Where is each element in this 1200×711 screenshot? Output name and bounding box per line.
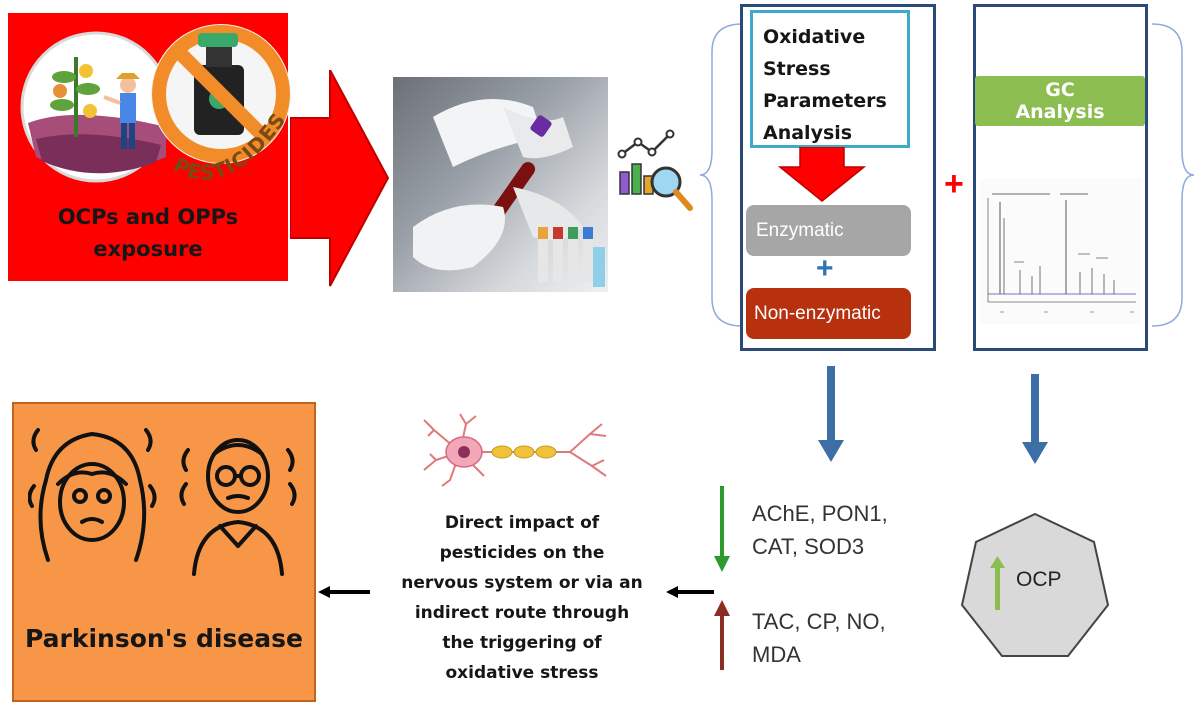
- blue-down-arrow-left: [818, 366, 844, 462]
- gc-title-line1: GC: [1045, 79, 1075, 101]
- decreased-markers-line1: AChE, PON1,: [752, 501, 888, 526]
- gc-title-line2: Analysis: [1015, 101, 1105, 123]
- impact-line1: Direct impact of: [444, 513, 600, 533]
- gc-analysis-panel: [973, 4, 1148, 351]
- left-curly-brace: [699, 23, 743, 327]
- decreased-markers-line2: CAT, SOD3: [752, 534, 865, 559]
- parkinsons-box: Parkinson's disease: [12, 402, 316, 702]
- black-left-arrow-right: [666, 586, 714, 598]
- decrease-arrow: [714, 486, 730, 572]
- enzymatic-label: Enzymatic: [746, 205, 911, 256]
- impact-line6: oxidative stress: [445, 663, 599, 683]
- ox-title-line3: Parameters: [763, 90, 887, 112]
- lab-tube-illustration: [413, 99, 605, 287]
- blue-down-arrow-right: [1022, 374, 1048, 464]
- parkinsons-caption: Parkinson's disease: [25, 624, 303, 653]
- exposure-caption-line1: OCPs and OPPs: [57, 205, 239, 229]
- red-arrow-right: [290, 70, 390, 287]
- decreased-markers: AChE, PON1, CAT, SOD3: [752, 497, 888, 563]
- svg-text:PESTICIDES: PESTICIDES: [170, 108, 291, 185]
- impact-line3: nervous system or via an: [401, 573, 643, 593]
- ocp-heptagon: [960, 512, 1110, 657]
- red-plus-sign: +: [944, 165, 964, 203]
- non-enzymatic-label: Non-enzymatic: [746, 288, 911, 339]
- black-left-arrow-left: [318, 586, 370, 598]
- analytics-magnifier-icon: [617, 129, 693, 211]
- increased-markers-line1: TAC, CP, NO,: [752, 609, 886, 634]
- increased-markers: TAC, CP, NO, MDA: [752, 605, 886, 671]
- impact-line4: indirect route through: [414, 603, 630, 623]
- ox-title-line2: Stress: [763, 58, 831, 80]
- exposure-caption-line2: exposure: [93, 237, 203, 261]
- farm-illustration: [20, 31, 172, 183]
- blood-sample-photo: [393, 77, 608, 292]
- pesticides-badge: PESTICIDES: [170, 108, 291, 185]
- right-curly-brace: [1151, 23, 1195, 327]
- oxidative-stress-panel: [740, 4, 936, 351]
- gc-analysis-label: GC Analysis: [975, 76, 1145, 126]
- elderly-man-icon: [179, 438, 297, 576]
- increase-arrow: [714, 600, 730, 670]
- chromatogram-image: [980, 178, 1142, 324]
- neuron-illustration: [423, 413, 607, 487]
- impact-description: Direct impact of pesticides on the nervo…: [362, 508, 682, 688]
- oxidative-stress-title-box: Oxidative Stress Parameters Analysis: [750, 10, 910, 148]
- impact-line5: the triggering of: [442, 633, 602, 653]
- ox-title-line1: Oxidative: [763, 26, 866, 48]
- exposure-box: PESTICIDES OCPs and OPPs exposure: [8, 13, 291, 281]
- pesticides-label: PESTICIDES: [170, 108, 290, 185]
- impact-line2: pesticides on the: [439, 543, 605, 563]
- pesticide-bottle-icon: [151, 24, 291, 164]
- exposure-caption: OCPs and OPPs exposure: [8, 201, 288, 265]
- ox-title-line4: Analysis: [763, 122, 853, 144]
- distressed-woman-icon: [28, 428, 157, 562]
- ocp-label: OCP: [1016, 568, 1062, 591]
- blue-plus-sign: +: [816, 252, 834, 285]
- increased-markers-line2: MDA: [752, 642, 801, 667]
- red-down-arrow: [778, 147, 866, 202]
